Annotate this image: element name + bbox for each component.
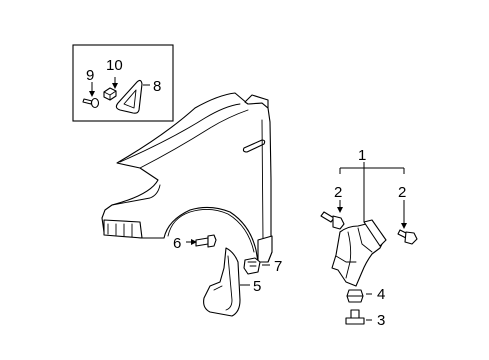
triangle-trim-part	[115, 79, 143, 114]
callout-2-left: 2	[334, 184, 342, 201]
callout-2-right: 2	[398, 184, 406, 201]
callout-6: 6	[173, 235, 181, 252]
bolt-right-part	[397, 229, 418, 245]
inset-box: 9 10 8	[72, 44, 174, 122]
front-fender-part	[101, 92, 273, 263]
mud-guard-part	[203, 247, 241, 317]
callout-1: 1	[358, 147, 366, 164]
callout-9: 9	[86, 67, 94, 84]
flange-bolt-part: 6	[173, 234, 217, 252]
callout-8: 8	[153, 78, 161, 95]
retainer-clip-part: 7	[243, 257, 282, 275]
fender-liner-bracket-part	[331, 219, 387, 287]
callout-5: 5	[253, 278, 261, 295]
hex-bolt-part: 3	[345, 309, 385, 329]
bolt-left-part	[320, 211, 345, 230]
screw-part	[82, 97, 100, 109]
nut-part: 4	[346, 286, 385, 303]
clip-part	[103, 87, 117, 101]
callout-7: 7	[274, 258, 282, 275]
callout-3: 3	[377, 312, 385, 329]
callout-10: 10	[106, 57, 123, 74]
callout-4: 4	[377, 286, 385, 303]
